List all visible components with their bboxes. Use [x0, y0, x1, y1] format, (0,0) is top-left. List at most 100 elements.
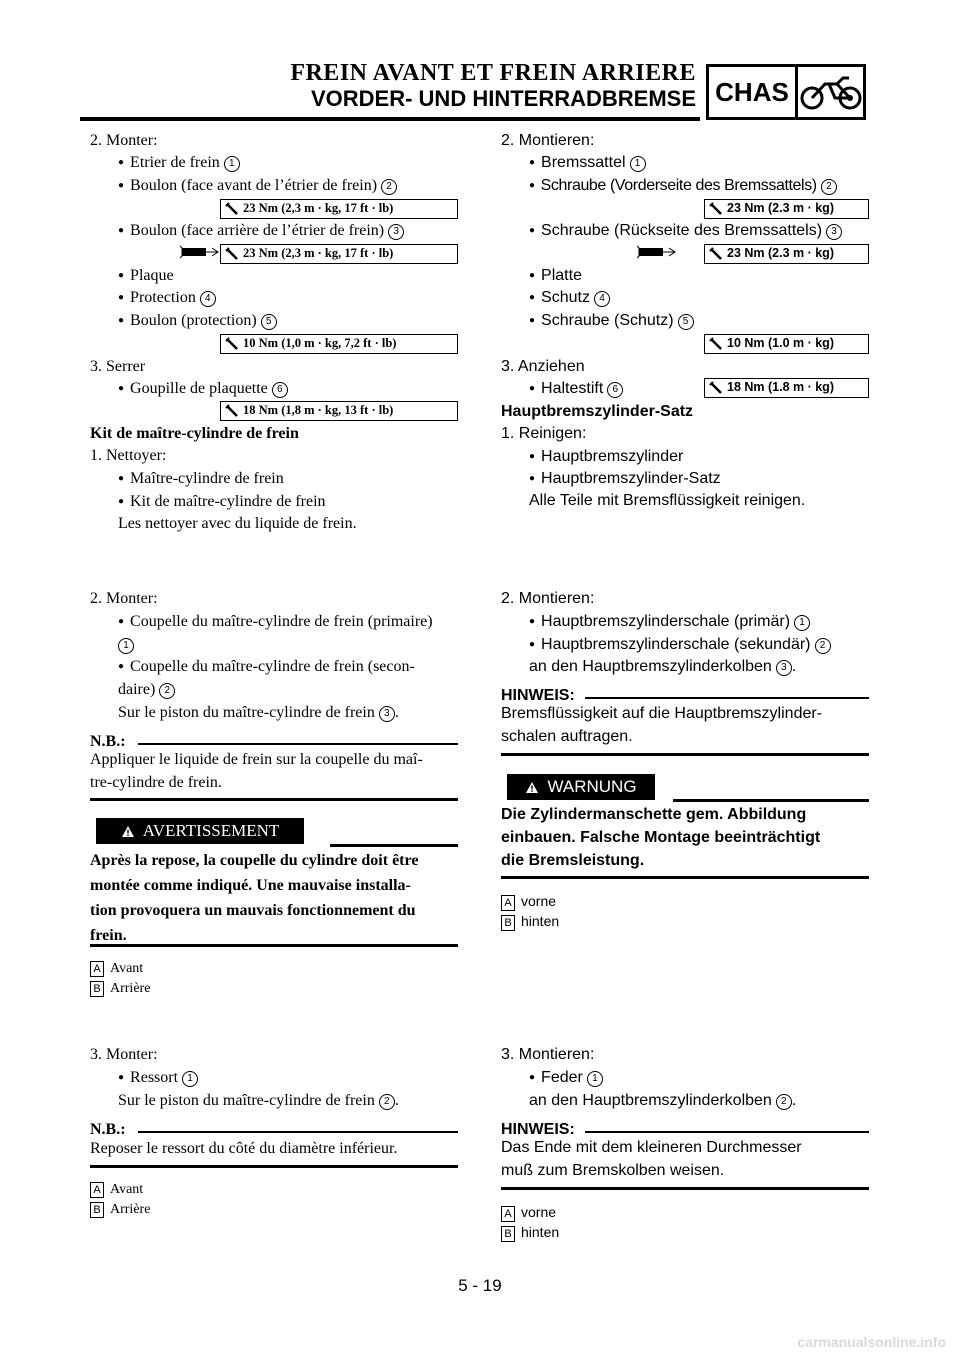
section-badge: CHAS — [706, 64, 866, 120]
note-end-rule — [501, 753, 869, 756]
warning-end-rule — [501, 876, 869, 879]
list-item: Maître-cylindre de frein — [90, 470, 284, 488]
list-item-marker: 1 — [90, 636, 134, 654]
torque-spec: 18 Nm (1,8 m · kg, 13 ft · lb) — [220, 401, 458, 421]
step-text: 3. Montieren: — [501, 1046, 595, 1063]
wrench-icon — [709, 381, 722, 394]
list-note: Alle Teile mit Bremsflüssigkeit reinigen… — [529, 492, 806, 509]
list-note: Les nettoyer avec du liquide de frein. — [118, 515, 357, 532]
step-text: 3. Monter: — [90, 1046, 158, 1063]
step-text: 1. Nettoyer: — [90, 447, 167, 464]
list-item: Hauptbremszylinderschale (primär)1 — [501, 613, 811, 631]
locking-agent-icon — [180, 245, 219, 259]
warning-label: WARNUNG — [507, 774, 655, 800]
note-text: muß zum Bremskolben weisen. — [501, 1162, 725, 1179]
wrench-icon — [225, 337, 238, 350]
wrench-icon — [709, 202, 722, 215]
torque-spec: 23 Nm (2,3 m · kg, 17 ft · lb) — [220, 199, 458, 219]
warning-rule — [673, 799, 869, 802]
section-title-de: VORDER- UND HINTERRADBREMSE — [310, 86, 696, 111]
locking-agent-icon — [637, 245, 676, 259]
list-item: Kit de maître-cylindre de frein — [90, 493, 325, 511]
list-item-cont: daire)2 — [90, 681, 176, 699]
list-item: Schraube (Rückseite des Bremssattels)3 — [501, 222, 843, 240]
note-end-rule — [501, 1187, 869, 1190]
warning-icon — [121, 825, 134, 837]
sub-heading: Hauptbremszylinder-Satz — [501, 403, 694, 420]
list-item: Plaque — [90, 267, 174, 285]
header-rule — [80, 117, 700, 121]
note-rule — [138, 1131, 458, 1133]
warning-end-rule — [90, 944, 458, 947]
section-title-fr: FREIN AVANT ET FREIN ARRIERE — [290, 60, 696, 86]
step-text: 2. Montieren: — [501, 590, 595, 607]
note-text: schalen auftragen. — [501, 728, 633, 745]
wrench-icon — [225, 247, 238, 260]
warning-text: montée comme indiqué. Une mauvaise insta… — [90, 877, 411, 894]
note-rule — [585, 1131, 869, 1133]
note-text: Reposer le ressort du côté du diamètre i… — [90, 1140, 398, 1157]
list-item: Boulon (face arrière de l’étrier de frei… — [90, 222, 405, 240]
warning-text: Après la repose, la coupelle du cylindre… — [90, 852, 419, 869]
watermark: carmanualsonline.info — [797, 1334, 946, 1350]
note-label: N.B.: — [90, 733, 126, 750]
warning-rule — [330, 844, 458, 847]
torque-spec: 23 Nm (2,3 m · kg, 17 ft · lb) — [220, 244, 458, 264]
note-text: Bremsflüssigkeit auf die Hauptbremszylin… — [501, 705, 823, 722]
torque-spec: 23 Nm (2.3 m · kg) — [704, 199, 869, 219]
warning-text: tion provoquera un mauvais fonctionnemen… — [90, 902, 416, 919]
torque-spec: 10 Nm (1,0 m · kg, 7,2 ft · lb) — [220, 334, 458, 354]
list-item: Schraube (Vorderseite des Bremssattels)2 — [501, 177, 837, 195]
step-text: 2. Monter: — [90, 132, 158, 149]
step-text: 1. Reinigen: — [501, 425, 587, 442]
note-end-rule — [90, 798, 458, 801]
note-label: HINWEIS: — [501, 1121, 575, 1138]
list-item: Boulon (face avant de l’étrier de frein)… — [90, 177, 398, 195]
warning-text: frein. — [90, 927, 127, 944]
wrench-icon — [709, 337, 722, 350]
list-item: Hauptbremszylinderschale (sekundär)2 — [501, 636, 831, 654]
note-text: Das Ende mit dem kleineren Durchmesser — [501, 1139, 802, 1156]
wrench-icon — [225, 404, 238, 417]
list-item: Schraube (Schutz)5 — [501, 312, 694, 330]
step-text: 2. Monter: — [90, 590, 158, 607]
sub-heading: Kit de maître-cylindre de frein — [90, 425, 299, 442]
note-rule — [138, 743, 458, 745]
section-label: CHAS — [709, 67, 798, 117]
note-text: Appliquer le liquide de frein sur la cou… — [90, 751, 423, 768]
wrench-icon — [225, 202, 238, 215]
note-text: tre-cylindre de frein. — [90, 774, 222, 791]
note-rule — [585, 697, 869, 699]
page-number: 5 - 19 — [458, 1276, 502, 1295]
note-end-rule — [90, 1165, 458, 1168]
list-item: Hauptbremszylinder-Satz — [501, 470, 721, 488]
list-item: Boulon (protection)5 — [90, 312, 277, 330]
step-text: 2. Montieren: — [501, 132, 595, 149]
list-item: Coupelle du maître-cylindre de frein (se… — [90, 658, 415, 676]
wrench-icon — [709, 247, 722, 260]
torque-spec: 23 Nm (2.3 m · kg) — [704, 244, 869, 264]
list-note: Sur le piston du maître-cylindre de frei… — [118, 704, 399, 722]
torque-spec: 10 Nm (1.0 m · kg) — [704, 334, 869, 354]
torque-spec: 18 Nm (1.8 m · kg) — [704, 378, 869, 398]
list-note: Sur le piston du maître-cylindre de frei… — [118, 1092, 399, 1110]
